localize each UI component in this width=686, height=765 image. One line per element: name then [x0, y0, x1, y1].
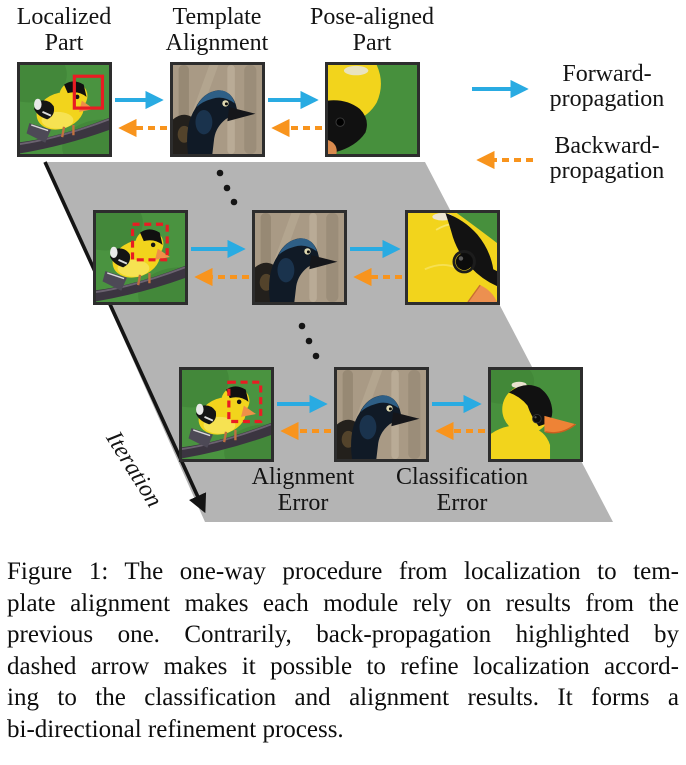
photo-template-row3 — [334, 367, 429, 462]
photo-template-row2 — [252, 210, 347, 305]
caption-line: dashed arrow makes it possible to refine… — [7, 652, 679, 680]
photo-localized-part-row2 — [93, 210, 188, 305]
iteration-arrow — [43, 161, 207, 514]
forward-arrows — [115, 79, 529, 414]
caption-line: bi-directional refinement process. — [7, 715, 344, 743]
ellipsis-dots-bottom — [298, 322, 320, 360]
legend-forward-propagation: Forward-propagation — [549, 61, 665, 112]
localization-box-solid — [72, 74, 105, 110]
caption-line: Figure 1: The one-way procedure from loc… — [7, 558, 679, 585]
photo-pose-aligned-row3 — [488, 367, 583, 462]
photo-pose-aligned-row1 — [325, 62, 420, 157]
backward-arrows — [118, 118, 533, 441]
caption-line: ing to the classification and alignment … — [7, 684, 679, 711]
legend-backward-propagation: Backward-propagation — [549, 133, 665, 184]
figure-caption: Figure 1: The one-way procedure from loc… — [7, 556, 679, 745]
localization-box-dashed-row3 — [227, 380, 263, 424]
photo-localized-part-row3 — [179, 367, 274, 462]
localization-box-dashed-row2 — [130, 222, 169, 262]
caption-line: plate alignment makes each module rely o… — [7, 589, 679, 617]
ellipsis-dots-top — [216, 169, 238, 206]
photo-template-row1 — [170, 62, 265, 157]
photo-pose-aligned-row2 — [405, 210, 500, 305]
caption-line: previous one. Contrarily, back-propagati… — [7, 621, 679, 648]
photo-localized-part-row1 — [17, 62, 112, 157]
